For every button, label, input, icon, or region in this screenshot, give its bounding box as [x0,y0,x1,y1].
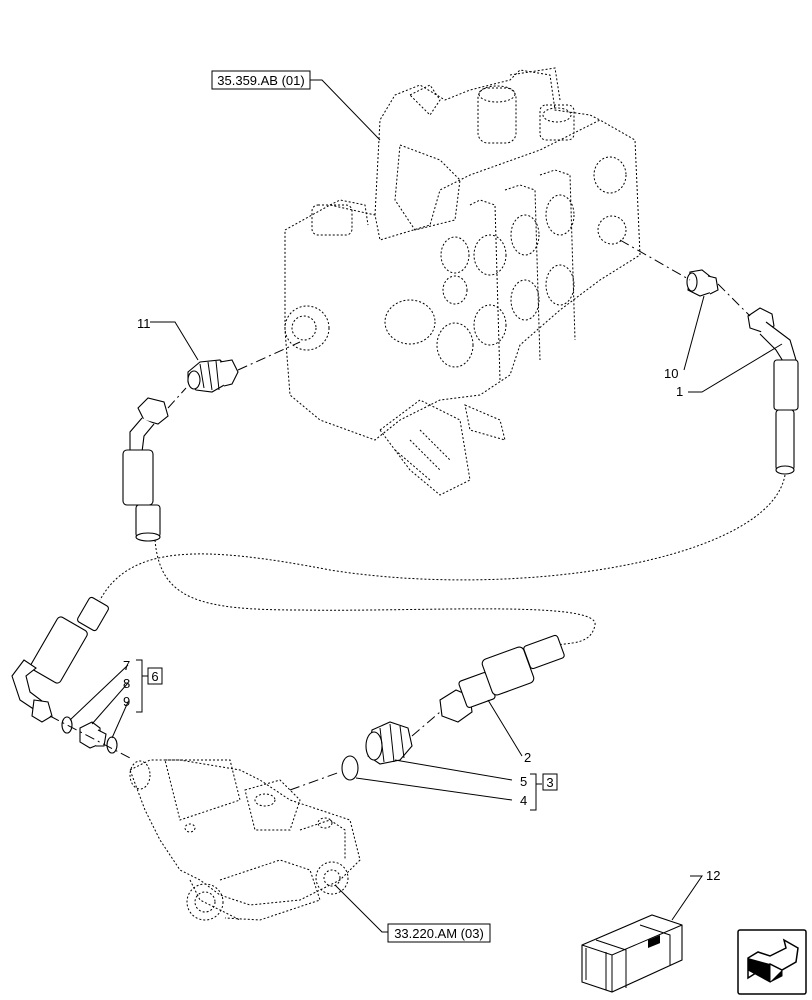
control-valve-block [284,67,641,496]
kit-box-3[interactable]: 3 [542,773,558,791]
part-10-adapter [686,269,719,297]
svg-text:33.220.AM (03): 33.220.AM (03) [394,926,484,941]
leader-5 [394,759,513,781]
leader-1 [688,343,783,393]
part-8-fitting [79,721,107,749]
reference-label-top[interactable]: 35.359.AB (01) [211,70,311,90]
routing-line-lower [154,539,596,651]
kit-box-6[interactable]: 6 [147,667,163,685]
callout-4: 4 [520,793,527,808]
part-4-o-ring [341,755,359,781]
centerline-1 [717,283,751,317]
centerline-11 [237,341,301,371]
svg-text:3: 3 [546,775,553,790]
crate-kit-icon [581,914,683,993]
part-1-hose [747,307,799,475]
leader-top-reference [310,79,381,141]
routing-line-upper [99,474,786,601]
part-2-hose [439,634,565,723]
part-11-adapter [187,359,239,393]
part-7-o-ring [61,716,73,734]
leader-7 [69,664,129,721]
callout-5: 5 [520,774,527,789]
leader-bottom-reference [334,884,388,933]
centerline-left-hose [167,387,187,409]
callout-1: 1 [676,384,683,399]
leader-12 [671,875,703,921]
svg-text:6: 6 [151,669,158,684]
centerline-7-9 [49,715,131,759]
callout-11: 11 [137,316,151,331]
callout-10: 10 [664,366,678,381]
centerline-10 [619,239,691,281]
callout-12: 12 [706,868,720,883]
reference-label-bottom[interactable]: 33.220.AM (03) [387,923,491,943]
bracket-6 [136,659,143,713]
part-left-hose-upper [122,397,169,542]
svg-text:35.359.AB (01): 35.359.AB (01) [217,73,304,88]
leader-2 [487,699,523,757]
callout-2: 2 [524,750,531,765]
arrow-navigation-icon[interactable] [737,929,807,995]
part-left-hose-lower [11,596,109,723]
callout-7: 7 [123,658,130,673]
centerline-4 [289,771,341,791]
callout-8: 8 [123,676,130,691]
part-5-adapter [365,721,413,765]
callout-9: 9 [123,694,130,709]
bracket-3 [530,773,537,811]
leader-10 [683,295,705,371]
leader-11 [150,321,199,361]
centerline-5 [411,711,441,737]
leader-4 [355,777,513,801]
leader-9 [111,701,129,739]
leader-8 [91,682,129,725]
lower-valve-assembly [129,759,361,921]
